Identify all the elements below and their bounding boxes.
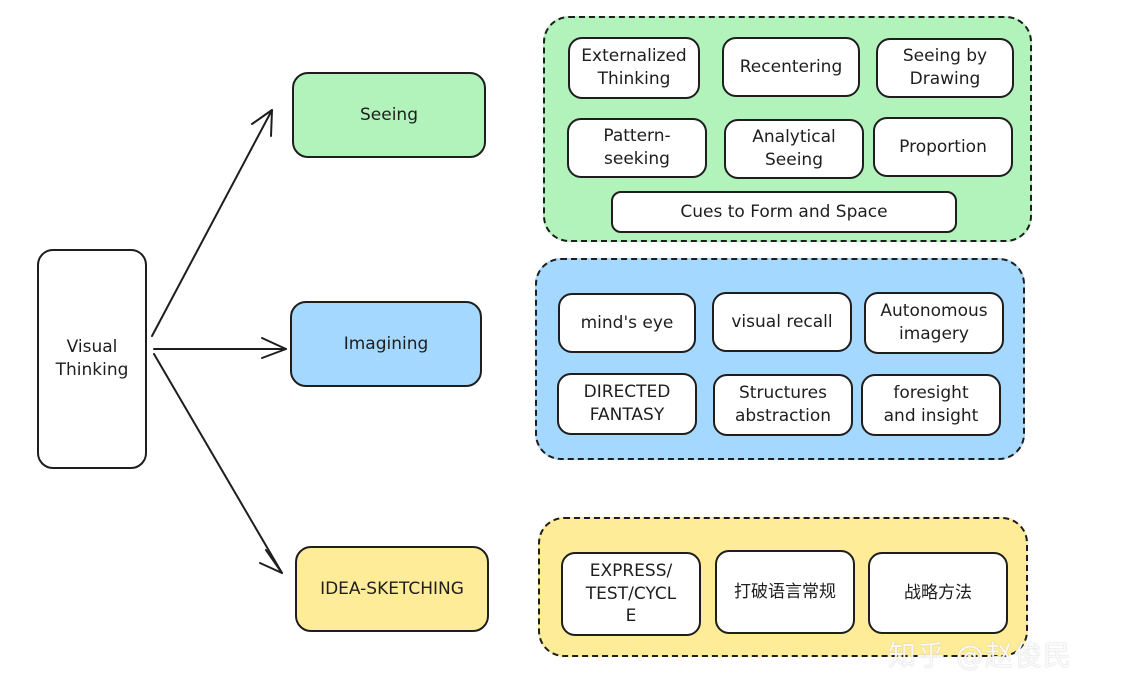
branch-node-idea-sketching[interactable]: IDEA-SKETCHING [295,546,489,632]
item-label: Analytical Seeing [752,127,836,170]
item-label: Seeing by Drawing [902,46,988,89]
item-label: visual recall [731,311,833,332]
item-label: foresight and insight [883,383,979,426]
root-node-visual-thinking[interactable]: Visual Thinking [37,249,147,469]
branch-node-imagining[interactable]: Imagining [290,301,482,387]
item-label: EXPRESS/ TEST/CYCL E [585,560,677,627]
item-seeing-by-drawing[interactable]: Seeing by Drawing [876,38,1014,98]
item-label: 战略方法 [904,582,972,603]
item-proportion[interactable]: Proportion [873,117,1013,177]
arrow-to-seeing [151,109,273,337]
item-recentering[interactable]: Recentering [722,37,860,97]
arrow-to-idea-sketching [153,353,283,574]
branch-node-seeing[interactable]: Seeing [292,72,486,158]
root-node-label: Visual Thinking [55,337,129,380]
arrowhead-seeing [251,109,273,137]
item-label: 打破语言常规 [734,581,836,602]
item-autonomous-imagery[interactable]: Autonomous imagery [864,292,1004,354]
item-label: Recentering [739,56,843,77]
branch-label-seeing: Seeing [360,104,418,125]
arrowhead-imagining [261,337,287,359]
item-label: Externalized Thinking [581,46,687,89]
item-label: DIRECTED FANTASY [583,382,671,425]
item-visual-recall[interactable]: visual recall [712,292,852,352]
item-break-language-conventions[interactable]: 打破语言常规 [715,550,855,634]
item-label: Structures abstraction [734,383,832,426]
item-label: Pattern- seeking [603,126,671,169]
branch-label-imagining: Imagining [343,333,429,354]
item-externalized-thinking[interactable]: Externalized Thinking [568,37,700,99]
watermark: 知乎 @赵俊民 [888,639,1072,672]
item-express-test-cycle[interactable]: EXPRESS/ TEST/CYCL E [561,552,701,636]
arrowhead-idea-sketching [259,549,283,574]
item-label: Autonomous imagery [880,301,988,344]
item-strategic-methods[interactable]: 战略方法 [868,552,1008,634]
item-structures-abstraction[interactable]: Structures abstraction [713,374,853,436]
item-label: Cues to Form and Space [680,201,888,222]
item-analytical-seeing[interactable]: Analytical Seeing [724,119,864,179]
item-directed-fantasy[interactable]: DIRECTED FANTASY [557,373,697,435]
item-foresight-and-insight[interactable]: foresight and insight [861,374,1001,436]
item-minds-eye[interactable]: mind's eye [558,293,696,353]
item-label: Proportion [899,136,987,157]
item-pattern-seeking[interactable]: Pattern- seeking [567,118,707,178]
item-cues-to-form-and-space[interactable]: Cues to Form and Space [611,191,957,233]
branch-label-idea-sketching: IDEA-SKETCHING [320,578,464,599]
item-label: mind's eye [580,312,674,333]
